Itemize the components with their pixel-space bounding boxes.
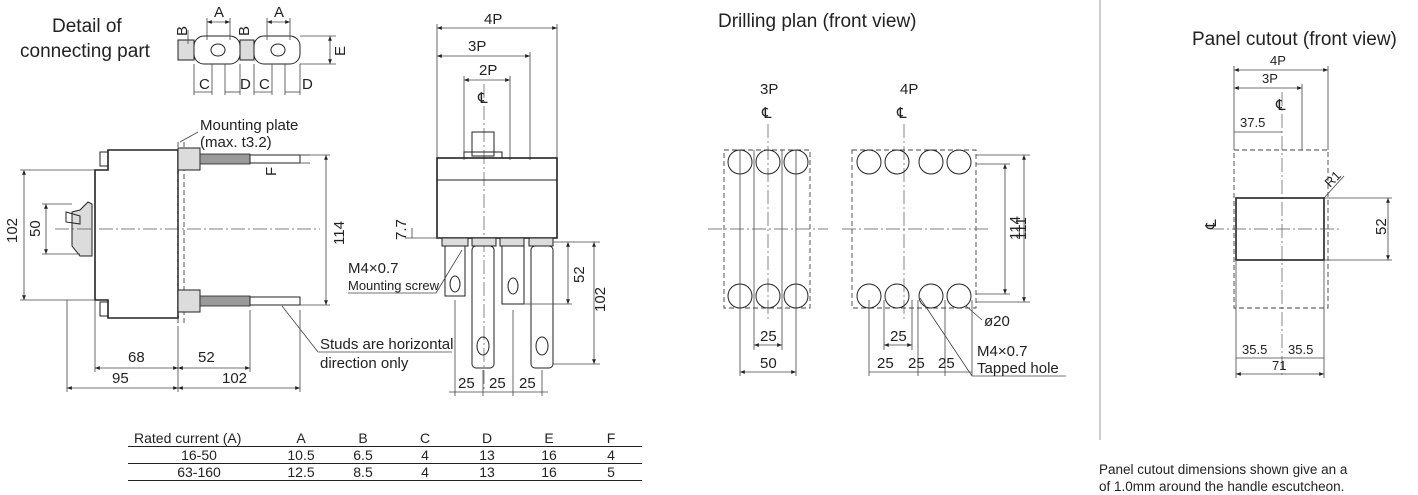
table-header-C: C [394,430,456,447]
dim-F: F [263,167,280,176]
drill-3P-cl: ℄ [761,105,772,122]
table-header-rated-current: Rated current (A) [128,430,270,447]
drill-4P-cl: ℄ [896,105,907,122]
dim-D-1: D [240,76,251,93]
dim-2P-front: 2P [479,62,497,79]
rated-current-table: Rated current (A) A B C D E F 16-50 10.5… [128,430,642,481]
dim-A-2: A [274,4,284,21]
drill-3P-label: 3P [760,81,778,98]
mounting-plate-thickness: (max. t3.2) [200,134,272,151]
dim-25-b: 25 [489,375,506,392]
table-cell: 4 [394,446,456,464]
centerline-mark-front: ℄ [477,90,488,107]
table-header-A: A [270,430,332,447]
dim-3P-front: 3P [468,38,486,55]
dim-102-side: 102 [4,218,21,243]
drill-3P-pitch: 25 [760,328,777,345]
dim-52-side: 52 [198,349,215,366]
tapped-hole-size: M4×0.7 [977,343,1027,360]
table-cell: 12.5 [270,463,332,481]
mounting-screw-label: Mounting screw [348,278,440,293]
panel-cutout: Panel cutout (front view) 4P 3P ℄ 37.5 ℄… [1192,29,1397,378]
mounting-screw-size: M4×0.7 [348,260,398,277]
front-view: 4P 3P 2P ℄ [348,11,609,396]
table-header-B: B [332,430,394,447]
table-cell: 16 [518,446,580,464]
panel-dim-37.5: 37.5 [1240,115,1265,130]
detail-title-line2: connecting part [20,41,151,62]
drill-4P-pitch: 25 [890,328,907,345]
table-cell: 16 [518,463,580,481]
panel-dim-52: 52 [1373,218,1390,235]
dim-C-2: C [259,76,270,93]
table-cell: 13 [456,446,518,464]
dim-68: 68 [128,349,145,366]
panel-cl-side: ℄ [1203,219,1220,230]
panel-dim-35.5-left: 35.5 [1242,342,1267,357]
dim-D-2: D [302,76,313,93]
drill-4P-pitch-b: 25 [908,355,925,372]
drill-4P-pitch-c: 25 [938,355,955,372]
table-cell: 10.5 [270,446,332,464]
dim-B-2: B [236,26,253,36]
dim-C-1: C [199,76,210,93]
table-header-row: Rated current (A) A B C D E F [128,430,642,447]
table-cell: 6.5 [332,446,394,464]
table-cell: 4 [580,446,642,464]
dim-50-side: 50 [27,220,44,237]
panel-cutout-note: Panel cutout dimensions shown give an a … [1099,461,1347,495]
panel-dim-4P: 4P [1270,53,1286,68]
detail-title-line1: Detail of [52,16,122,37]
table-cell: 4 [394,463,456,481]
table-header-F: F [580,430,642,447]
dim-7.7: 7.7 [393,219,410,240]
drilling-plan-title: Drilling plan (front view) [718,11,917,32]
tapped-hole-label: Tapped hole [977,360,1059,377]
table-row: 63-160 12.5 8.5 4 13 16 5 [128,463,642,481]
panel-dim-R1: R1 [1322,168,1344,190]
table-cell: 13 [456,463,518,481]
panel-dim-3P: 3P [1262,71,1278,86]
mounting-plate-label: Mounting plate [200,117,298,134]
panel-cl-top: ℄ [1275,97,1286,114]
studs-note-line1: Studs are horizontal [320,336,453,353]
table-header-E: E [518,430,580,447]
table-header-D: D [456,430,518,447]
dim-25-a: 25 [458,375,475,392]
drill-4P-label: 4P [900,81,918,98]
dim-102-front: 102 [592,287,609,312]
dim-4P-front: 4P [484,11,502,28]
table-cell: 8.5 [332,463,394,481]
table-cell: 63-160 [128,463,270,481]
side-view: Mounting plate (max. t3.2) F 102 50 [4,117,453,392]
dim-25-c: 25 [519,375,536,392]
note-line-2: of 1.0mm around the handle escutcheon. [1099,479,1345,494]
dim-52-front: 52 [571,266,588,283]
detail-connecting-part: Detail of connecting part A A B B E C D [20,4,349,95]
panel-dim-71: 71 [1272,358,1286,373]
drill-dim-114: 114 [1007,216,1024,240]
dim-102-bottom: 102 [222,370,247,387]
panel-dim-35.5-right: 35.5 [1288,342,1313,357]
dim-95: 95 [112,370,129,387]
dim-114-side: 114 [331,221,348,245]
drill-4P-pitch-a: 25 [877,355,894,372]
drill-3P-width: 50 [760,355,777,372]
drilling-plan: Drilling plan (front view) 3P 4P ℄ ℄ 25 … [708,11,1066,377]
hole-diameter: ø20 [984,313,1010,330]
dim-A-1: A [214,4,224,21]
table-cell: 16-50 [128,446,270,464]
note-line-1: Panel cutout dimensions shown give an a [1099,462,1348,477]
dim-B-1: B [174,26,191,36]
table-row: 16-50 10.5 6.5 4 13 16 4 [128,446,642,464]
studs-note-line2: direction only [320,355,409,372]
panel-cutout-title: Panel cutout (front view) [1192,29,1397,50]
dim-E: E [332,46,349,56]
table-cell: 5 [580,463,642,481]
